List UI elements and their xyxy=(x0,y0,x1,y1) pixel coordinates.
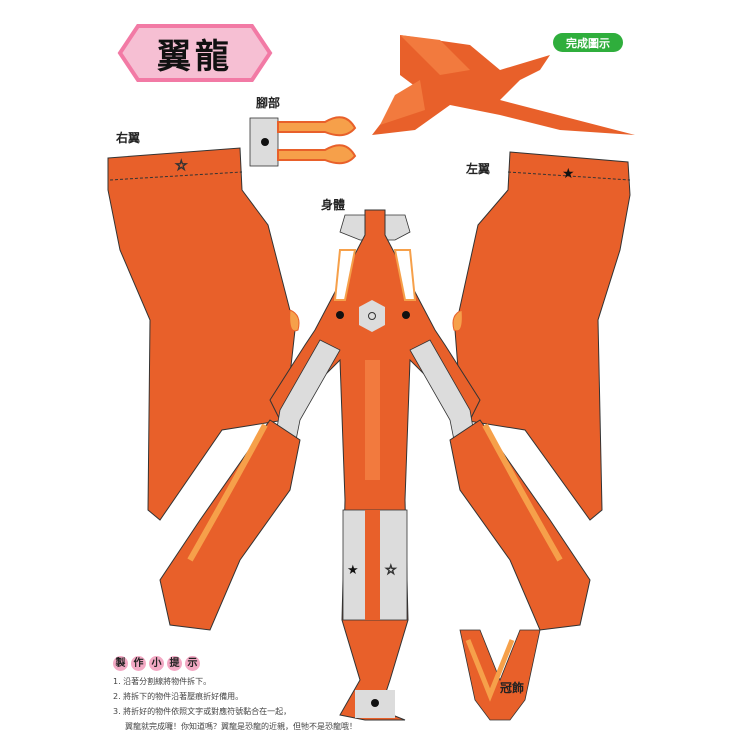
label-left-wing: 左翼 xyxy=(466,162,491,176)
left-wing-part: ★ xyxy=(452,151,631,521)
instructions: 製 作 小 提 示 1. 沿著分割線將物件拆下。 2. 將拆下的物件沿著壓痕折好… xyxy=(113,656,357,734)
page-title: 翼龍 xyxy=(157,36,233,77)
instruction-step: 1. 沿著分割線將物件拆下。 xyxy=(113,677,212,686)
feet-part xyxy=(249,116,357,167)
crest-part xyxy=(459,629,541,721)
title-badge xyxy=(117,24,273,82)
instruction-closing: 翼龍就完成囉！你知道嗎？翼龍是恐龍的近親，但牠不是恐龍哦！ xyxy=(125,722,357,731)
label-right-wing: 右翼 xyxy=(116,131,141,145)
label-body: 身體 xyxy=(321,198,346,212)
svg-text:☆: ☆ xyxy=(175,158,188,174)
svg-text:★: ★ xyxy=(562,166,575,182)
right-wing-part: ☆ xyxy=(107,147,300,521)
completed-pterosaur-image xyxy=(372,35,635,135)
instructions-title: 製 作 小 提 示 xyxy=(113,656,357,671)
label-feet: 腳部 xyxy=(256,96,281,110)
completed-image-badge: 完成圖示 xyxy=(553,33,623,52)
instruction-step: 3. 將折好的物件依照文字或對應符號黏合在一起， xyxy=(113,707,292,716)
instruction-step: 2. 將拆下的物件沿著壓痕折好備用。 xyxy=(113,692,244,701)
body-part: ★ ☆ xyxy=(159,209,591,721)
svg-text:★: ★ xyxy=(347,563,359,578)
label-crest: 冠飾 xyxy=(500,681,525,695)
svg-text:☆: ☆ xyxy=(385,563,397,578)
